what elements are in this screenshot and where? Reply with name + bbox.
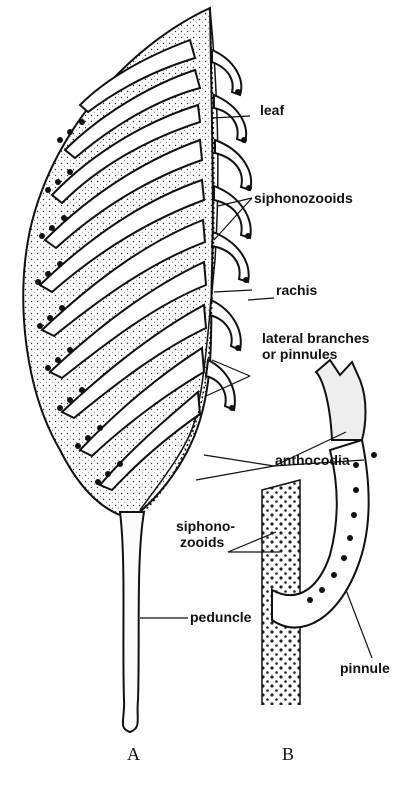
anthocodia-b xyxy=(316,360,366,440)
rachis-b xyxy=(262,480,300,705)
label-pinnule: pinnule xyxy=(340,661,390,676)
label-rachis: rachis xyxy=(276,283,317,298)
figure-label-a: A xyxy=(127,744,140,765)
peduncle-shape xyxy=(120,512,144,732)
label-or-pinnules: or pinnules xyxy=(262,347,337,362)
label-anthocodia: anthocodia xyxy=(275,453,350,468)
label-peduncle: peduncle xyxy=(190,610,251,625)
label-siphono: siphono- xyxy=(176,519,235,534)
label-leaf: leaf xyxy=(260,103,284,118)
label-lateral-branches: lateral branches xyxy=(262,331,369,346)
label-zooids: zooids xyxy=(180,535,224,550)
label-siphonozooids: siphonozooids xyxy=(254,191,353,206)
figure-label-b: B xyxy=(282,744,294,765)
